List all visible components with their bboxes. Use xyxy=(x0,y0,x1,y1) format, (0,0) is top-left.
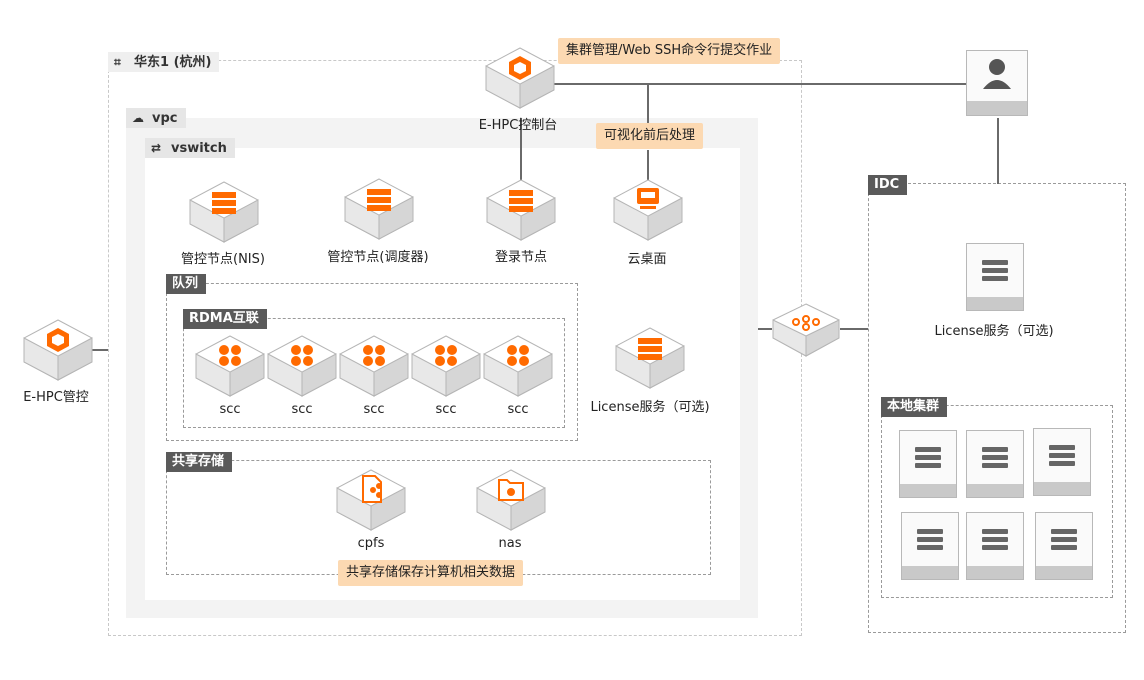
connector-gateway-idc xyxy=(840,328,868,330)
user-terminal[interactable] xyxy=(966,50,1028,116)
scc-label: scc xyxy=(363,402,385,417)
scc-node[interactable] xyxy=(192,334,268,398)
server-icon xyxy=(917,529,943,553)
server-icon xyxy=(982,529,1008,553)
local-server[interactable] xyxy=(1035,512,1093,580)
login-label: 登录节点 xyxy=(494,250,548,265)
storage-label: 共享存储 xyxy=(172,454,225,469)
server-icon xyxy=(1049,445,1075,469)
license-idc-label: License服务（可选) xyxy=(934,324,1054,339)
queue-zone xyxy=(166,283,578,441)
scc-cluster-icon xyxy=(507,345,529,366)
file-share-icon xyxy=(362,475,382,503)
connector-vpc-gateway xyxy=(758,328,772,330)
vpc-label: vpc xyxy=(152,111,178,126)
local-cluster-zone xyxy=(881,405,1113,598)
desktop-node[interactable] xyxy=(610,178,686,242)
license-idc-server[interactable] xyxy=(966,243,1024,311)
connector-manage-region xyxy=(90,349,108,351)
rdma-label: RDMA互联 xyxy=(189,311,259,326)
scc-cluster-icon xyxy=(435,345,457,366)
scc-label: scc xyxy=(219,402,241,417)
storage-zone xyxy=(166,460,711,575)
license-cloud-label: License服务（可选) xyxy=(590,400,710,415)
folder-icon xyxy=(498,479,524,501)
server-icon xyxy=(1051,529,1077,553)
local-cluster-tag: 本地集群 xyxy=(881,397,948,417)
scc-label: scc xyxy=(435,402,457,417)
server-icon xyxy=(638,338,662,360)
server-icon xyxy=(509,190,533,212)
hpc-manage-node[interactable] xyxy=(20,318,96,382)
note-storage: 共享存储保存计算机相关数据 xyxy=(338,560,524,586)
storage-tag: 共享存储 xyxy=(166,452,233,472)
hpc-cube-icon xyxy=(47,328,69,352)
queue-label: 队列 xyxy=(172,276,199,291)
local-server[interactable] xyxy=(1033,428,1091,496)
license-cloud-node[interactable] xyxy=(612,326,688,390)
local-cluster-label: 本地集群 xyxy=(887,399,940,414)
region-tag: ⌗ 华东1 (杭州) xyxy=(108,52,220,72)
scc-cluster-icon xyxy=(219,345,241,366)
scc-node[interactable] xyxy=(336,334,412,398)
switch-arrows-icon: ⇄ xyxy=(151,141,162,155)
server-icon xyxy=(915,447,941,471)
scheduler-label: 管控节点(调度器) xyxy=(327,250,429,265)
scc-cluster-icon xyxy=(291,345,313,366)
console-node[interactable] xyxy=(482,46,558,110)
scc-label: scc xyxy=(291,402,313,417)
connector-user-idc xyxy=(997,118,999,184)
hpc-manage-label: E-HPC管控 xyxy=(23,390,89,405)
user-icon xyxy=(983,59,1011,89)
connector-viz-stem xyxy=(647,83,649,123)
server-icon xyxy=(982,260,1008,284)
connector-viz-desktop xyxy=(647,150,649,182)
server-icon xyxy=(982,447,1008,471)
scc-label: scc xyxy=(507,402,529,417)
network-gateway-node[interactable] xyxy=(769,300,843,360)
local-server[interactable] xyxy=(899,430,957,498)
scc-cluster-icon xyxy=(363,345,385,366)
local-server[interactable] xyxy=(966,430,1024,498)
nas-label: nas xyxy=(498,536,522,551)
hpc-cube-icon xyxy=(509,56,531,80)
cpfs-node[interactable] xyxy=(333,468,409,532)
scc-node[interactable] xyxy=(480,334,556,398)
rdma-tag: RDMA互联 xyxy=(183,309,267,329)
nis-label: 管控节点(NIS) xyxy=(181,252,265,267)
region-icon: ⌗ xyxy=(114,55,121,69)
connector-console-user xyxy=(548,83,968,85)
vswitch-label: vswitch xyxy=(171,141,227,156)
scc-node[interactable] xyxy=(408,334,484,398)
nis-node[interactable] xyxy=(186,180,262,244)
local-server[interactable] xyxy=(901,512,959,580)
queue-tag: 队列 xyxy=(166,274,207,294)
server-icon xyxy=(367,189,391,211)
local-server[interactable] xyxy=(966,512,1024,580)
nas-node[interactable] xyxy=(473,468,549,532)
server-icon xyxy=(212,192,236,214)
idc-tag: IDC xyxy=(868,175,908,195)
desktop-label: 云桌面 xyxy=(627,252,667,267)
vswitch-tag: ⇄ vswitch xyxy=(145,138,235,158)
idc-label: IDC xyxy=(874,177,900,192)
connector-console-login xyxy=(520,118,522,182)
cpfs-label: cpfs xyxy=(357,536,385,551)
desktop-icon xyxy=(637,188,659,209)
vpc-tag: ☁ vpc xyxy=(126,108,186,128)
note-viz: 可视化前后处理 xyxy=(596,123,704,149)
network-hub-icon xyxy=(792,315,820,331)
cloud-icon: ☁ xyxy=(132,111,144,125)
console-label: E-HPC控制台 xyxy=(478,118,558,133)
region-label: 华东1 (杭州) xyxy=(134,55,212,70)
note-cluster-mgmt: 集群管理/Web SSH命令行提交作业 xyxy=(558,38,781,64)
scheduler-node[interactable] xyxy=(341,177,417,241)
rdma-zone xyxy=(183,318,565,428)
login-node[interactable] xyxy=(483,178,559,242)
scc-node[interactable] xyxy=(264,334,340,398)
